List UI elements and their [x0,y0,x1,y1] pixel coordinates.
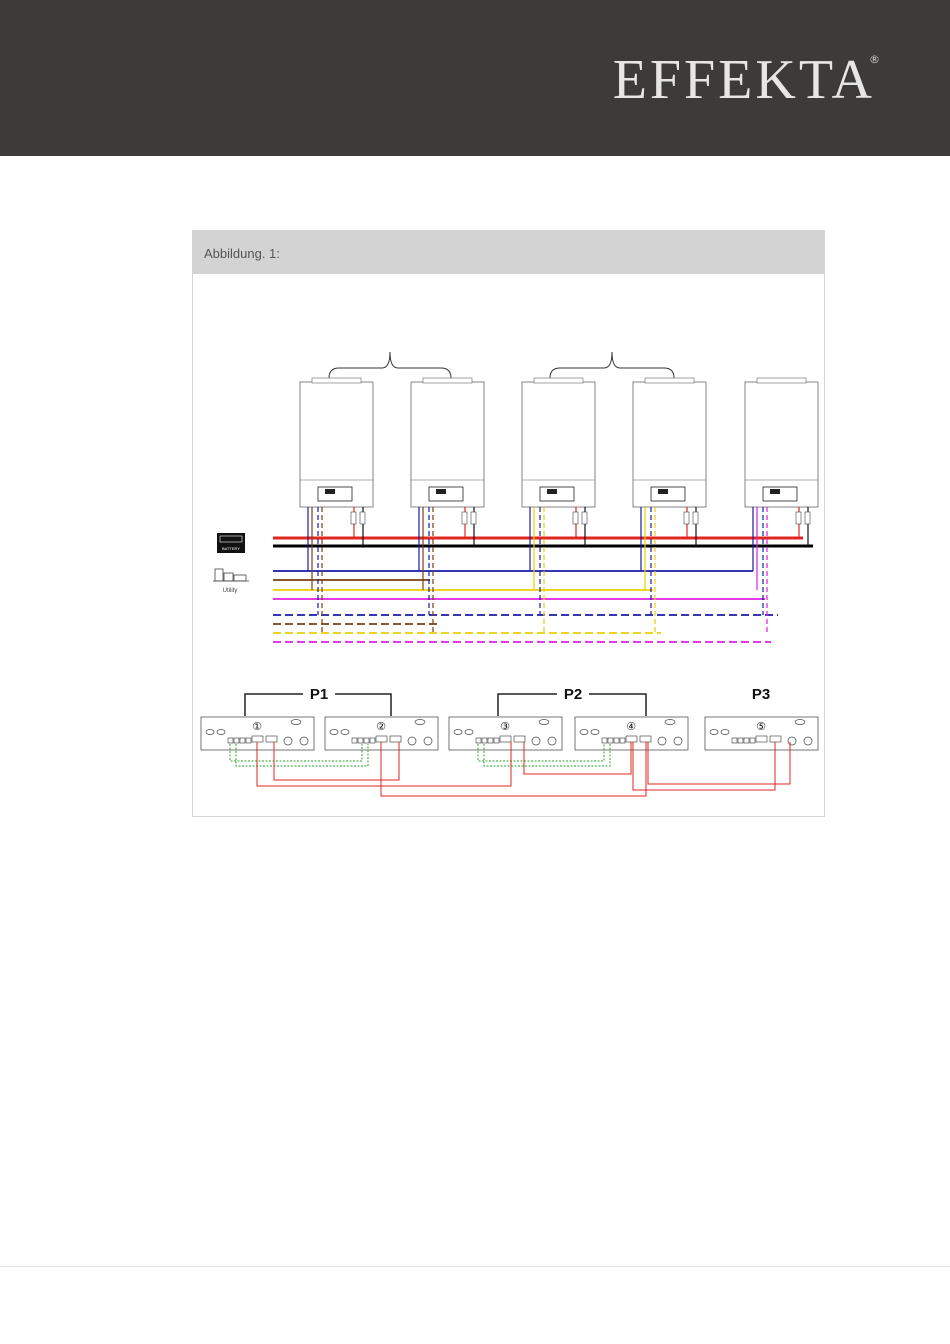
comm-port-icon [358,738,363,743]
comm-port-icon [364,738,369,743]
battery-label: BATTERY [222,546,240,551]
inverter-lcd [658,489,668,494]
breaker-icon [351,512,356,524]
utility-icon: Utility [213,569,249,594]
share-port-icon [640,736,651,742]
comm-port-icon [602,738,607,743]
comm-port-icon [488,738,493,743]
breaker-icon [684,512,689,524]
comm-port-icon [352,738,357,743]
group-brace [329,352,451,378]
breaker-icon [573,512,578,524]
group-label: P1 [310,686,328,703]
comm-port-icon [228,738,233,743]
utility-label: Utility [223,588,238,594]
inverter-top-bracket [757,378,806,383]
share-port-icon [390,736,401,742]
share-port-icon [756,736,767,742]
inverter-top-bracket [423,378,472,383]
share-port-icon [514,736,525,742]
inverter-top-bracket [534,378,583,383]
brand-logo: EFFEKTA [613,52,875,108]
share-port-icon [626,736,637,742]
inverter-unit [300,378,373,507]
group-label: P3 [752,686,770,703]
trademark-mark: ® [869,53,880,66]
comm-port-icon [732,738,737,743]
comm-port-icon [750,738,755,743]
inverter-lcd [547,489,557,494]
page-header: EFFEKTA ® [0,0,950,156]
wiring-diagram: BATTERY Utility P1 P2 P3 ① ② ③ ④ ⑤ [193,274,824,816]
share-port-icon [500,736,511,742]
group-label: P2 [564,686,582,703]
inverter-unit [411,378,484,507]
inverter-panel: ⑤ [705,717,818,750]
share-port-icon [252,736,263,742]
breaker-icon [693,512,698,524]
share-port-icon [770,736,781,742]
unit-number: ⑤ [756,721,766,733]
unit-number: ② [376,721,386,733]
comm-port-icon [240,738,245,743]
figure-box: Abbildung. 1: BATTERY Utility P1 P2 P3 ① ② ③ ④… [192,230,825,817]
breaker-icon [805,512,810,524]
figure-caption: Abbildung. 1: [193,231,824,274]
share-port-icon [266,736,277,742]
inverter-unit [745,378,818,507]
inverter-panel: ③ [449,717,562,750]
breaker-icon [582,512,587,524]
comm-port-icon [614,738,619,743]
comm-port-icon [476,738,481,743]
inverter-unit [633,378,706,507]
comm-port-icon [246,738,251,743]
comm-port-icon [744,738,749,743]
breaker-icon [462,512,467,524]
comm-port-icon [608,738,613,743]
breaker-icon [471,512,476,524]
footer-divider [0,1266,950,1267]
inverter-unit [522,378,595,507]
unit-number: ① [252,721,262,733]
comm-port-icon [494,738,499,743]
share-port-icon [376,736,387,742]
inverter-top-bracket [312,378,361,383]
inverter-lcd [770,489,780,494]
breaker-icon [796,512,801,524]
unit-number: ④ [626,721,636,733]
comm-port-icon [234,738,239,743]
comm-port-icon [370,738,375,743]
comm-port-icon [482,738,487,743]
inverter-lcd [325,489,335,494]
battery-icon: BATTERY [217,533,245,553]
comm-port-icon [738,738,743,743]
comm-port-icon [620,738,625,743]
unit-number: ③ [500,721,510,733]
inverter-top-bracket [645,378,694,383]
inverter-lcd [436,489,446,494]
group-brace [550,352,674,378]
breaker-icon [360,512,365,524]
